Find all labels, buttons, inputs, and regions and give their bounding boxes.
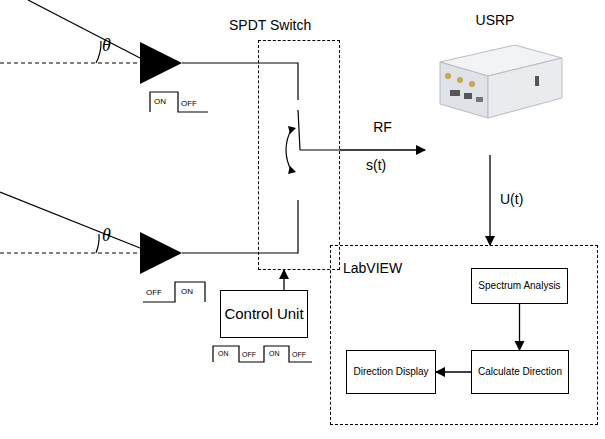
control-pulse	[150, 92, 208, 112]
node-text: Control Unit	[221, 305, 306, 322]
node-text: Direction Display	[350, 366, 431, 378]
node-text: SPDT Switch	[229, 17, 311, 33]
feed-wire	[182, 63, 298, 100]
angle-arc	[96, 41, 101, 63]
arrow-head	[288, 126, 296, 134]
antenna-symbol	[140, 42, 182, 84]
node-text: LabVIEW	[343, 260, 402, 276]
device-node: USRP	[425, 12, 565, 155]
switch-output	[300, 149, 340, 150]
connector-arrow	[436, 371, 471, 372]
pulse-label: OFF	[242, 351, 256, 359]
angle-symbol: θ	[102, 226, 111, 246]
node-text: Calculate Direction	[475, 366, 565, 378]
control-box: Control Unit	[220, 290, 308, 338]
reference-line	[0, 252, 140, 253]
usrp-device	[440, 45, 562, 118]
switch-arc	[286, 128, 292, 172]
switch-box: SPDT Switch	[258, 40, 340, 270]
control-pulse	[143, 282, 205, 302]
reference-line	[0, 62, 140, 63]
connector-arrow	[340, 149, 425, 150]
connector-arrow	[489, 155, 490, 245]
node-text: Spectrum Analysis	[475, 280, 563, 292]
angle-symbol: θ	[102, 36, 111, 56]
pulse-label: OFF	[181, 100, 197, 109]
signal-label: U(t)	[500, 192, 523, 207]
antenna-symbol	[140, 232, 182, 274]
incoming-ray	[0, 192, 140, 248]
connector-arrow	[519, 304, 520, 350]
arrow-head	[288, 166, 296, 174]
switch-arm	[298, 110, 300, 150]
process-box: Spectrum Analysis	[471, 268, 568, 304]
pulse-label: OFF	[292, 351, 306, 359]
angle-arc	[96, 234, 99, 253]
pulse-label: ON	[269, 350, 280, 358]
pulse-label: OFF	[146, 289, 162, 298]
pulse-label: ON	[154, 98, 166, 107]
control-waveform	[213, 346, 312, 362]
signal-label: s(t)	[366, 158, 386, 173]
software-group: LabVIEW Spectrum AnalysisCalculate Direct…	[330, 245, 598, 425]
signal-label: RF	[373, 120, 392, 135]
node-text: USRP	[425, 12, 565, 28]
feed-wire	[182, 200, 298, 253]
process-box: Calculate Direction	[471, 350, 569, 394]
pulse-label: ON	[181, 288, 193, 297]
incoming-ray	[28, 0, 140, 58]
process-box: Direction Display	[346, 350, 436, 394]
pulse-label: ON	[218, 350, 229, 358]
connector-arrow	[283, 270, 284, 290]
